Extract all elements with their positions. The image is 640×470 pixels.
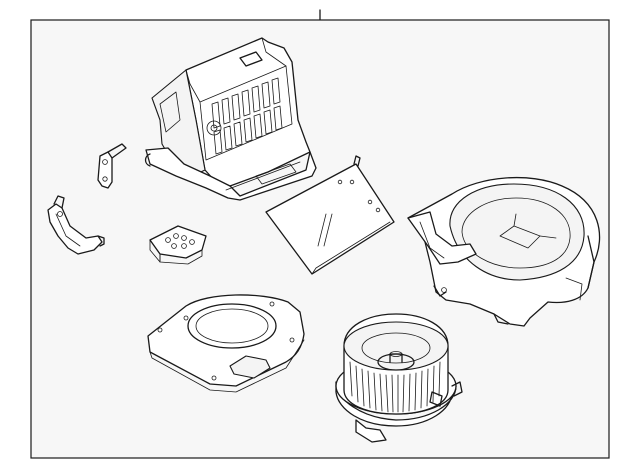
scroll-housing-icon	[407, 177, 601, 327]
lever-arm-icon	[47, 195, 105, 255]
filter-panel-icon	[265, 155, 395, 275]
blower-resistor-icon	[149, 225, 207, 265]
bracket-icon	[97, 143, 127, 189]
mounting-plate-icon	[147, 294, 305, 393]
evaporator-housing-icon	[144, 37, 317, 201]
blower-motor-wheel-icon	[335, 313, 463, 443]
